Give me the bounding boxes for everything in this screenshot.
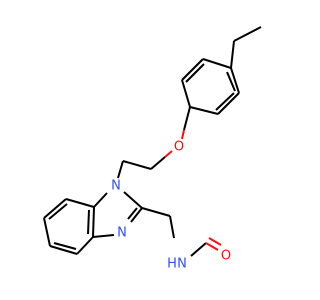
bond-oxygen-chain — [150, 156, 166, 170]
bond-benz-2 — [43, 198, 67, 219]
bond-benz-double-c — [87, 209, 90, 235]
bond-benz-double-b — [53, 242, 77, 250]
bond-benz-1 — [65, 198, 95, 208]
bond-ring-oxygen — [183, 106, 191, 131]
bond-phenyl-2 — [217, 92, 240, 115]
amide-hydrogen-label: H — [167, 257, 177, 272]
bond-n1-c2 — [123, 191, 143, 209]
bond-ethyl-ch2-ring — [230, 40, 235, 69]
formamide-group: N H O — [141, 207, 231, 272]
bond-carbonyl-o-2 — [208, 237, 222, 246]
bond-phenyl-6 — [202, 58, 232, 69]
molecule-structure-diagram: O N N N H O — [43, 26, 262, 272]
ether-oxygen-label: O — [174, 140, 184, 155]
ring-nitrogen-1-label: N — [111, 179, 121, 194]
bond-benz-double-a — [48, 203, 68, 220]
bond-phenyl-double-c — [226, 71, 236, 92]
bond-phenyl-double-b — [185, 63, 205, 83]
bond-nh-carbonyl — [190, 242, 207, 257]
bond-ring-oxygen-red — [181, 129, 185, 140]
bond-c2-ch2 — [141, 207, 171, 217]
amide-nitrogen-label: N — [177, 257, 187, 272]
bond-carbonyl-o-1 — [205, 242, 219, 251]
ring-nitrogen-2-label: N — [117, 226, 127, 241]
bond-ethyl-ch3-ch2 — [233, 26, 262, 42]
carbonyl-oxygen-label: O — [221, 249, 231, 264]
ethyl-group — [230, 26, 262, 69]
bond-phenyl-5 — [181, 58, 204, 81]
benzimidazole: N N — [43, 179, 143, 255]
bond-benz-3 — [43, 217, 51, 247]
bond-c2-n3-double — [127, 207, 138, 220]
bond-phenyl-4 — [181, 79, 191, 108]
ether-linkage: O — [150, 106, 191, 170]
bond-n1-c7a — [93, 192, 108, 208]
bond-phenyl-1 — [230, 67, 240, 94]
bond-benz-5 — [76, 236, 94, 255]
bond-c2-n3 — [130, 207, 143, 223]
bond-phenyl-3 — [189, 106, 219, 115]
bond-propyl-1 — [122, 160, 152, 170]
bond-ch2-nh — [169, 215, 175, 239]
bond-benz-4 — [49, 245, 78, 255]
bond-c3a-c7a — [92, 206, 95, 238]
phenyl-ring — [181, 58, 240, 115]
bond-n3-c3a — [92, 234, 115, 238]
bond-propyl-2 — [117, 160, 124, 179]
bond-phenyl-double-a — [215, 92, 235, 111]
propyl-chain — [117, 160, 152, 179]
bond-oxygen-chain-red — [164, 150, 173, 158]
